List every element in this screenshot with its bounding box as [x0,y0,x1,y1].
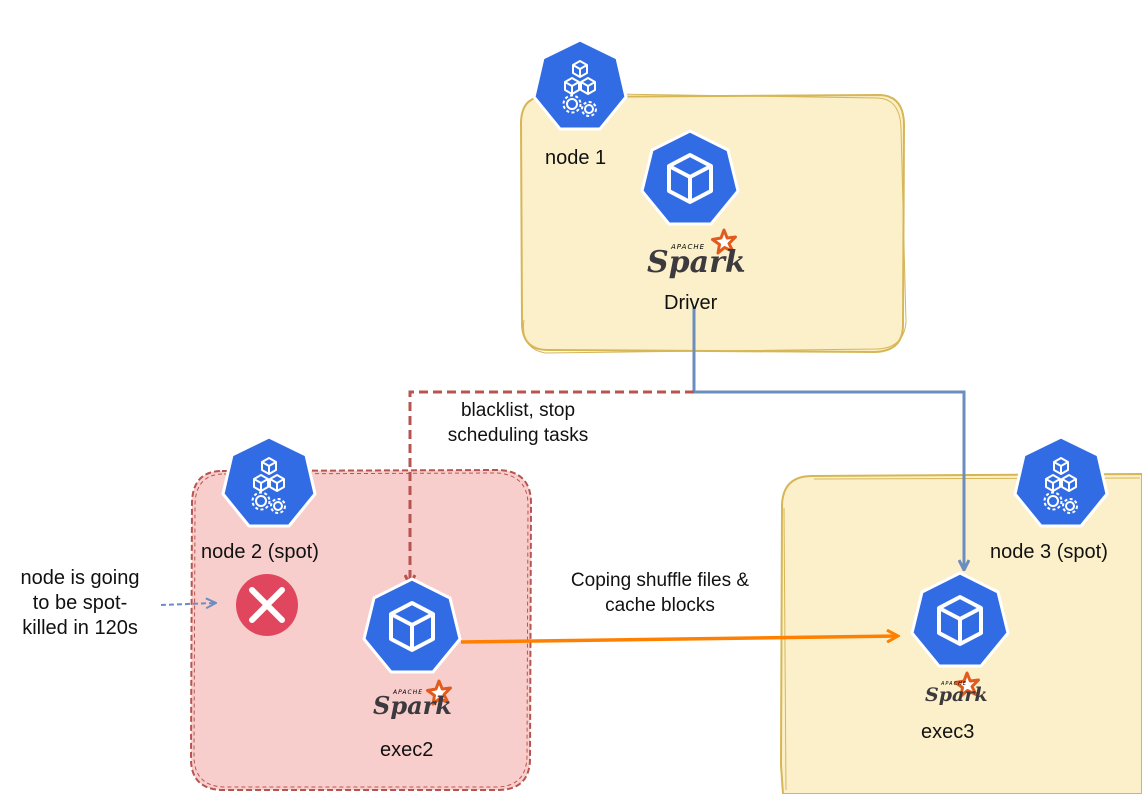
spark-apache-text: APACHE [393,689,424,696]
shuffle-copy-arrow [460,636,896,644]
apache-spark-logo: APACHE Spark [647,243,747,283]
spark-wordmark: Spark [373,691,452,720]
node-3-label: node 3 (spot) [990,541,1108,563]
spark-apache-text: APACHE [941,681,968,687]
shuffle-note-line: cache blocks [605,595,715,616]
spark-wordmark: Spark [925,684,988,706]
shuffle-note: Coping shuffle files & cache blocks [540,568,780,618]
spot-warning-line: killed in 120s [22,617,138,639]
blacklist-note: blacklist, stop scheduling tasks [423,398,613,448]
blacklist-note-line: blacklist, stop [460,400,576,421]
spark-wordmark: Spark [647,245,746,280]
node-2-label: node 2 (spot) [201,541,319,563]
driver-to-exec3-arrow [692,306,964,568]
exec3-label: exec3 [921,721,975,743]
spot-warning-line: node is going [20,567,140,589]
spot-warning-arrow [160,603,214,605]
blacklist-note-line: scheduling tasks [447,425,589,446]
spot-warning-line: to be spot- [32,592,128,614]
node-2-box [189,468,533,791]
blacklist-arrow [410,390,694,583]
kubernetes-node-icon [1013,435,1109,528]
apache-spark-logo: APACHE Spark [925,681,995,709]
apache-spark-logo: APACHE Spark [373,689,453,721]
shuffle-note-line: Coping shuffle files & [570,570,750,591]
x-circle-icon [236,574,298,636]
driver-label: Driver [664,292,718,314]
kubernetes-node-icon [532,38,628,131]
spark-apache-text: APACHE [671,243,706,251]
kubernetes-node-icon [221,435,317,528]
node-1-label: node 1 [545,147,607,169]
exec2-label: exec2 [380,739,434,761]
spot-warning-note: node is going to be spot- killed in 120s [2,566,158,641]
